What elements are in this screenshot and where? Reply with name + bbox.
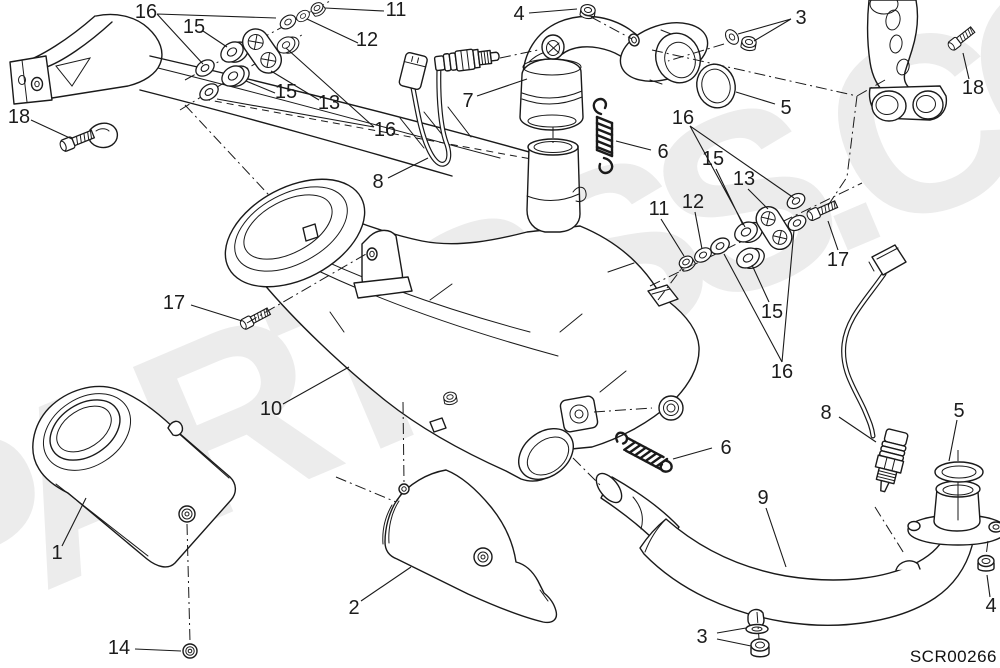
muffler-end-cap xyxy=(224,178,366,288)
callout-8: 8 xyxy=(820,402,832,424)
gasket-rear xyxy=(934,461,984,483)
washer-3-bottom xyxy=(745,623,769,635)
heat-shield xyxy=(382,469,558,624)
hanger-plate-front xyxy=(242,28,282,74)
gasket-front xyxy=(696,63,736,109)
muffler-body xyxy=(224,138,700,482)
callout-15: 15 xyxy=(760,301,784,323)
callout-18: 18 xyxy=(961,77,985,99)
callout-9: 9 xyxy=(757,487,769,509)
callout-4: 4 xyxy=(513,3,525,25)
callout-8: 8 xyxy=(372,171,384,193)
center-lines xyxy=(186,16,989,643)
nut-4-rear xyxy=(977,554,995,572)
muffler-outlet xyxy=(518,427,574,481)
exhaust-pipe-rear xyxy=(595,461,1000,658)
callout-6: 6 xyxy=(657,141,669,163)
callout-15: 15 xyxy=(274,81,298,103)
callout-11: 11 xyxy=(385,0,407,21)
lambda-sensor-front xyxy=(398,48,500,167)
screw-14 xyxy=(182,643,198,659)
nut-3-bottom xyxy=(750,638,770,658)
footpeg-boss xyxy=(89,122,119,149)
hanger-cluster-front xyxy=(179,0,331,238)
callout-16: 16 xyxy=(373,119,397,141)
callout-3: 3 xyxy=(795,7,807,29)
drawing-code: SCR00266 xyxy=(909,647,997,666)
callout-15: 15 xyxy=(182,16,206,38)
muffler-grommet-hole xyxy=(658,395,684,421)
muffler-square-boss xyxy=(559,395,599,433)
callout-17: 17 xyxy=(826,249,850,271)
callout-12: 12 xyxy=(355,29,379,51)
callout-6: 6 xyxy=(720,437,732,459)
spring-rear xyxy=(615,431,673,473)
hanger-pin-tab xyxy=(302,223,319,242)
nut-4-front xyxy=(579,3,597,21)
callout-13: 13 xyxy=(732,168,756,190)
sensor-boss-rear xyxy=(895,560,921,571)
callout-11: 11 xyxy=(648,198,670,220)
callout-5: 5 xyxy=(953,400,965,422)
lambda-sensor-rear xyxy=(841,244,909,493)
exhaust-tip xyxy=(32,385,237,568)
callout-13: 13 xyxy=(317,92,341,114)
rocker-arm xyxy=(866,0,948,122)
callout-2: 2 xyxy=(348,597,360,619)
leader-lines xyxy=(30,7,991,652)
callout-16: 16 xyxy=(770,361,794,383)
callout-18: 18 xyxy=(7,106,31,128)
spring-front xyxy=(592,97,614,175)
header-pipe-vertical xyxy=(519,15,709,131)
muffler-inlet-pipe xyxy=(526,138,587,233)
callout-10: 10 xyxy=(259,398,283,420)
callout-5: 5 xyxy=(780,97,792,119)
callout-3: 3 xyxy=(696,626,708,648)
header-flange-front xyxy=(619,22,709,85)
sensor-connector-front xyxy=(398,52,428,91)
callout-7: 7 xyxy=(462,90,474,112)
hanger-plate-rear xyxy=(755,206,793,250)
riser-flange xyxy=(907,461,1000,546)
callout-1: 1 xyxy=(51,542,63,564)
muffler-tab xyxy=(429,417,447,433)
callout-14: 14 xyxy=(107,637,131,659)
sensor-connector-rear xyxy=(868,244,907,276)
callout-17: 17 xyxy=(162,292,186,314)
callout-12: 12 xyxy=(681,191,705,213)
callout-15: 15 xyxy=(701,148,725,170)
muffler-bracket xyxy=(353,229,413,299)
callout-4: 4 xyxy=(985,595,997,617)
callout-16: 16 xyxy=(671,107,695,129)
washer-3-top xyxy=(722,26,742,48)
callout-16: 16 xyxy=(134,1,158,23)
muffler-boss-cube xyxy=(647,284,679,307)
hanger-cluster-rear xyxy=(649,182,863,301)
